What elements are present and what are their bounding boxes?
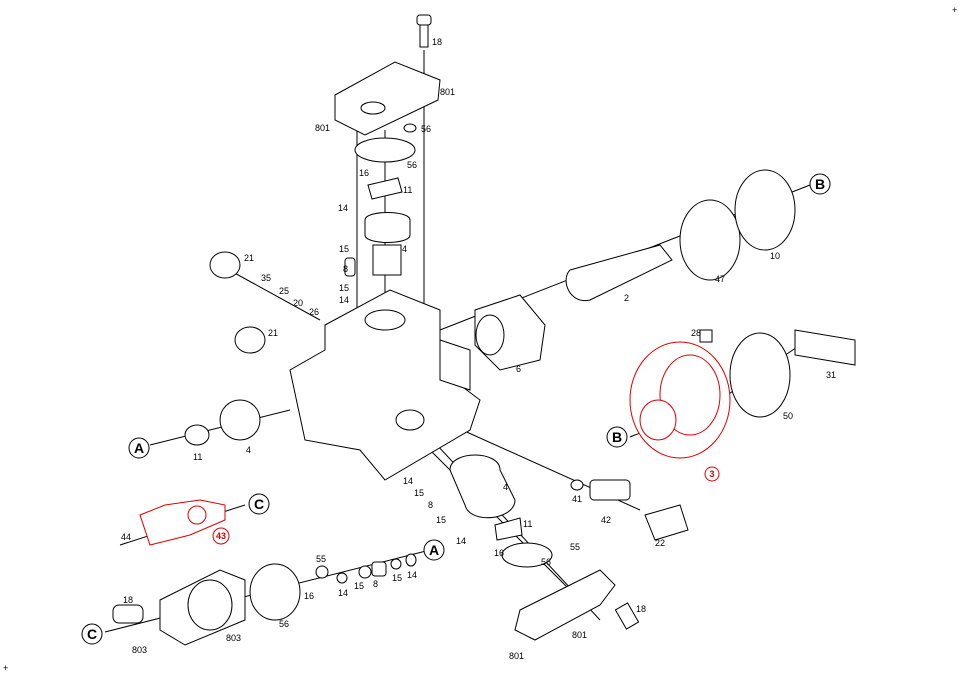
part-label: 15 (392, 573, 402, 583)
part-label: 11 (403, 185, 412, 195)
part-label: 803 (226, 633, 241, 643)
top-cover-part (334, 14, 441, 277)
part-label: 18 (636, 604, 646, 614)
part-label: 6 (516, 364, 521, 374)
reference-marker-a: A (429, 542, 439, 558)
part-label: 22 (655, 538, 665, 548)
part-label: 15 (414, 488, 424, 498)
part-label: 14 (407, 570, 417, 580)
reference-marker-c: C (87, 626, 97, 642)
part-label: 31 (826, 370, 836, 380)
part-label: 15 (339, 244, 349, 254)
part-label: 42 (601, 515, 611, 525)
part-label: 14 (338, 588, 348, 598)
part-label: 56 (407, 160, 417, 170)
part-label: 8 (428, 500, 433, 510)
side-parts (184, 169, 856, 541)
part-label: 16 (304, 591, 314, 601)
part-label: 15 (436, 515, 446, 525)
corner-mark: + (3, 663, 8, 673)
part-label: 801 (440, 87, 455, 97)
highlighted-part-3 (629, 341, 731, 459)
part-label: 28 (691, 328, 701, 338)
highlighted-labels: 3 43 (212, 466, 720, 545)
part-label: 801 (509, 651, 524, 661)
part-label: 47 (715, 274, 725, 284)
highlighted-part-43 (139, 499, 226, 546)
part-label: 50 (783, 411, 793, 421)
part-label: 15 (354, 581, 364, 591)
corner-mark: + (952, 5, 957, 15)
part-label: 35 (261, 273, 271, 283)
part-label: 41 (572, 494, 582, 504)
pump-body-part (289, 289, 481, 481)
reference-marker-a: A (134, 440, 144, 456)
part-label: 8 (373, 579, 378, 589)
part-label: 26 (309, 307, 319, 317)
part-label: 4 (402, 244, 407, 254)
part-label: 801 (572, 630, 587, 640)
highlighted-label-3: 3 (709, 469, 714, 479)
part-label: 25 (279, 286, 289, 296)
part-label: 15 (339, 283, 349, 293)
part-label: 10 (770, 251, 780, 261)
reference-marker-c: C (254, 496, 264, 512)
part-label: 8 (343, 264, 348, 274)
part-label: 2 (624, 293, 629, 303)
part-label: 56 (279, 619, 289, 629)
part-label: 21 (268, 328, 278, 338)
part-label: 56 (421, 124, 431, 134)
reference-marker-b: B (815, 176, 825, 192)
part-label: 20 (293, 298, 303, 308)
part-label: 55 (570, 542, 580, 552)
part-label: 14 (338, 203, 348, 213)
part-label: 801 (315, 123, 330, 133)
part-label: 44 (121, 532, 131, 542)
part-label: 11 (523, 519, 532, 529)
part-label: 18 (123, 595, 133, 605)
reference-markers: B B A A C C (81, 173, 831, 645)
highlighted-label-43: 43 (216, 531, 226, 541)
part-label: 4 (246, 445, 251, 455)
part-label: 14 (403, 476, 413, 486)
part-label: 21 (244, 253, 254, 263)
part-label: 4 (503, 482, 508, 492)
part-label: 56 (541, 557, 551, 567)
part-labels: 18 801 801 56 56 16 11 14 15 4 8 15 14 2… (121, 37, 836, 661)
part-label: 16 (494, 548, 504, 558)
part-label: 11 (193, 452, 202, 462)
part-label: 55 (316, 554, 326, 564)
part-label: 18 (432, 37, 442, 47)
reference-marker-b: B (612, 429, 622, 445)
lower-parts (112, 454, 640, 646)
part-label: 14 (339, 295, 349, 305)
part-label: 14 (456, 536, 466, 546)
part-label: 803 (132, 645, 147, 655)
part-label: 16 (359, 168, 369, 178)
